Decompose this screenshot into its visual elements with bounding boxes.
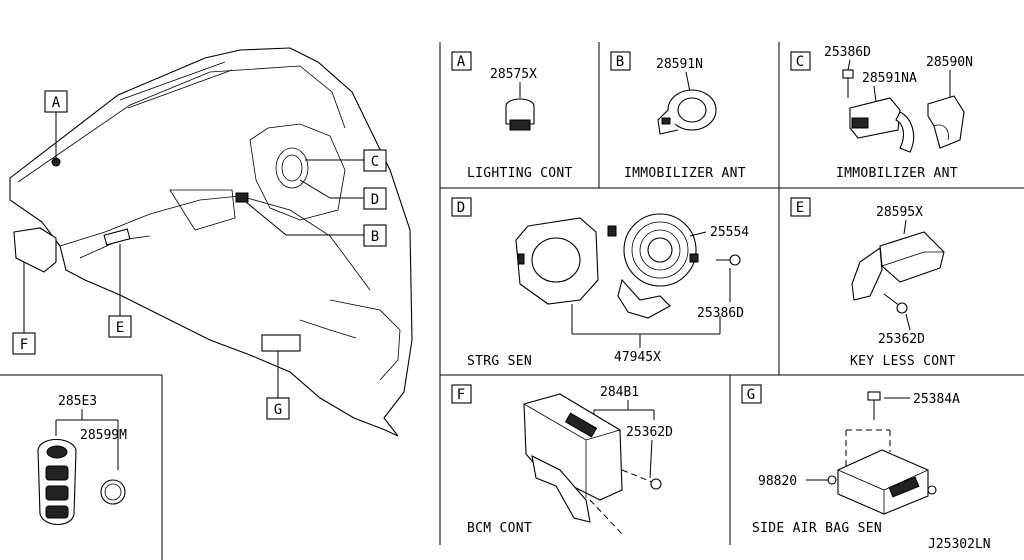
panel-key: 285E3 28599M bbox=[37, 394, 127, 526]
callout-b: B bbox=[371, 229, 379, 245]
panel-b: B 28591N IMMOBILIZER ANT bbox=[610, 51, 746, 181]
panel-a-letter: A bbox=[457, 54, 466, 70]
callout-g: G bbox=[274, 402, 282, 418]
panel-a-caption: LIGHTING CONT bbox=[467, 166, 573, 181]
panel-g: G 25384A 98820 SIDE AIR BAG SEN bbox=[741, 384, 960, 536]
panel-e-part-2: 25362D bbox=[878, 332, 925, 347]
panel-b-part-1: 28591N bbox=[656, 57, 703, 72]
panel-g-part-1: 25384A bbox=[913, 392, 960, 407]
panel-f-caption: BCM CONT bbox=[467, 521, 532, 536]
callout-c: C bbox=[371, 154, 379, 170]
callout-d: D bbox=[371, 192, 379, 208]
panel-d: D 25554 25386D 47945X STRG SEN bbox=[451, 197, 749, 369]
panel-e: E 28595X 25362D KEY LESS CONT bbox=[790, 197, 956, 369]
panel-f-part-1: 284B1 bbox=[600, 385, 639, 400]
panel-b-caption: IMMOBILIZER ANT bbox=[624, 166, 746, 181]
callout-e: E bbox=[116, 320, 124, 336]
panel-g-letter: G bbox=[747, 387, 755, 403]
panel-f-letter: F bbox=[457, 387, 465, 403]
overview-callouts: A C D B E F G bbox=[12, 90, 387, 420]
panel-a: A 28575X LIGHTING CONT bbox=[451, 51, 573, 181]
panel-d-part-2: 25386D bbox=[697, 306, 744, 321]
panel-b-letter: B bbox=[616, 54, 624, 70]
panel-g-part-2: 98820 bbox=[758, 474, 797, 489]
panel-f: F 284B1 25362D BCM CONT bbox=[451, 384, 673, 537]
panel-e-caption: KEY LESS CONT bbox=[850, 354, 956, 369]
panel-grid bbox=[0, 42, 1024, 560]
key-part-2: 28599M bbox=[80, 428, 127, 443]
panel-d-part-1: 25554 bbox=[710, 225, 749, 240]
panel-g-caption: SIDE AIR BAG SEN bbox=[752, 521, 882, 536]
panel-e-part-1: 28595X bbox=[876, 205, 923, 220]
panel-c-part-1: 25386D bbox=[824, 45, 871, 60]
panel-d-letter: D bbox=[457, 200, 465, 216]
panel-c-caption: IMMOBILIZER ANT bbox=[836, 166, 958, 181]
callout-f: F bbox=[20, 337, 28, 353]
key-part-1: 285E3 bbox=[58, 394, 97, 409]
panel-d-caption: STRG SEN bbox=[467, 354, 532, 369]
panel-f-part-2: 25362D bbox=[626, 425, 673, 440]
callout-a: A bbox=[52, 95, 61, 111]
dashboard-overview bbox=[9, 47, 413, 437]
panel-e-letter: E bbox=[796, 200, 804, 216]
panel-c: C 25386D 28591NA 28590N IMMOBILIZER ANT bbox=[790, 45, 973, 181]
panel-a-part-1: 28575X bbox=[490, 67, 537, 82]
panel-c-letter: C bbox=[796, 54, 804, 70]
panel-c-part-2: 28591NA bbox=[862, 71, 917, 86]
diagram-id: J25302LN bbox=[928, 537, 991, 552]
panel-c-part-3: 28590N bbox=[926, 55, 973, 70]
panel-d-part-3: 47945X bbox=[614, 350, 661, 365]
